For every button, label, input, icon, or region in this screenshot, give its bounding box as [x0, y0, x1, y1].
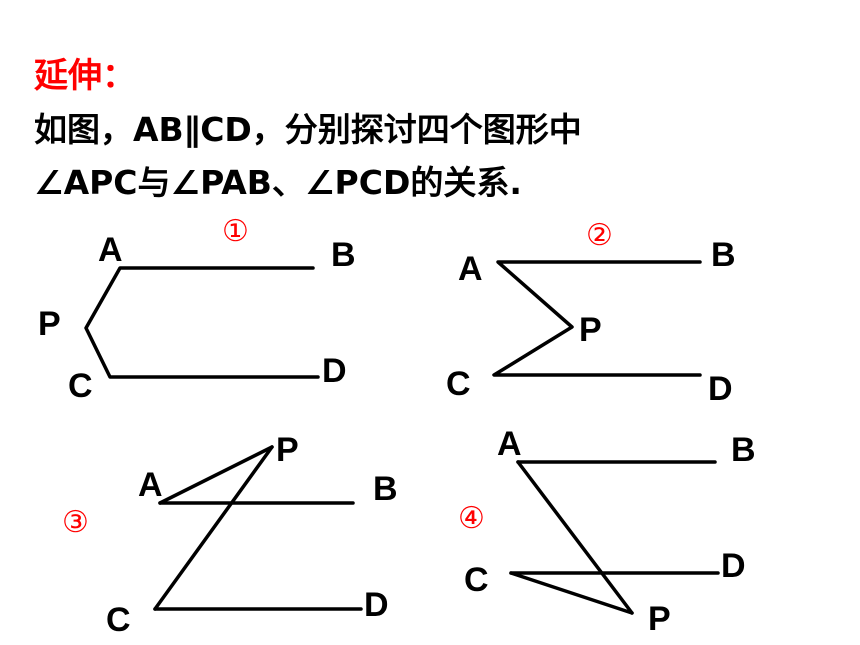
figure-4: ④ A B C D P — [458, 425, 756, 638]
figure-3-line-pc — [153, 445, 274, 611]
figure-2: ② A B P C D — [446, 218, 736, 408]
figure-2-path — [492, 260, 702, 377]
figure-3-number: ③ — [62, 505, 89, 540]
figure-1-number: ① — [222, 214, 249, 249]
figure-2-label-p: P — [579, 311, 602, 349]
figure-3-label-d: D — [364, 586, 389, 624]
figure-1-label-p: P — [38, 305, 61, 343]
figure-3-line-ap — [158, 445, 274, 505]
figure-2-label-b: B — [711, 236, 736, 274]
figure-3: ③ A B P C D — [62, 431, 398, 639]
problem-line-2: ∠APC与∠PAB、∠PCD的关系. — [34, 163, 522, 202]
figure-4-label-d: D — [721, 547, 746, 585]
figure-3-label-c: C — [106, 601, 131, 639]
figure-3-label-b: B — [373, 470, 398, 508]
figure-1-label-a: A — [98, 231, 123, 269]
problem-line-1: 如图，AB∥CD，分别探讨四个图形中 — [34, 110, 582, 149]
figure-4-label-c: C — [464, 561, 489, 599]
figure-1-label-d: D — [322, 352, 347, 390]
figure-1-label-b: B — [331, 236, 356, 274]
heading: 延伸： — [34, 56, 136, 96]
figure-1-label-c: C — [68, 367, 93, 405]
figure-4-line-ap — [516, 460, 634, 615]
figure-4-label-b: B — [731, 431, 756, 469]
figure-4-label-a: A — [497, 425, 522, 463]
figure-1: ① A B P C D — [38, 214, 356, 405]
figure-2-label-d: D — [708, 370, 733, 408]
figure-2-number: ② — [586, 218, 613, 253]
figure-4-number: ④ — [458, 501, 485, 536]
figure-2-label-a: A — [458, 250, 483, 288]
figure-3-label-a: A — [138, 466, 163, 504]
figure-1-path — [84, 266, 320, 379]
figure-3-label-p: P — [276, 431, 299, 469]
figure-4-label-p: P — [648, 600, 671, 638]
figure-2-label-c: C — [446, 365, 471, 403]
figure-4-line-pc — [509, 571, 634, 615]
